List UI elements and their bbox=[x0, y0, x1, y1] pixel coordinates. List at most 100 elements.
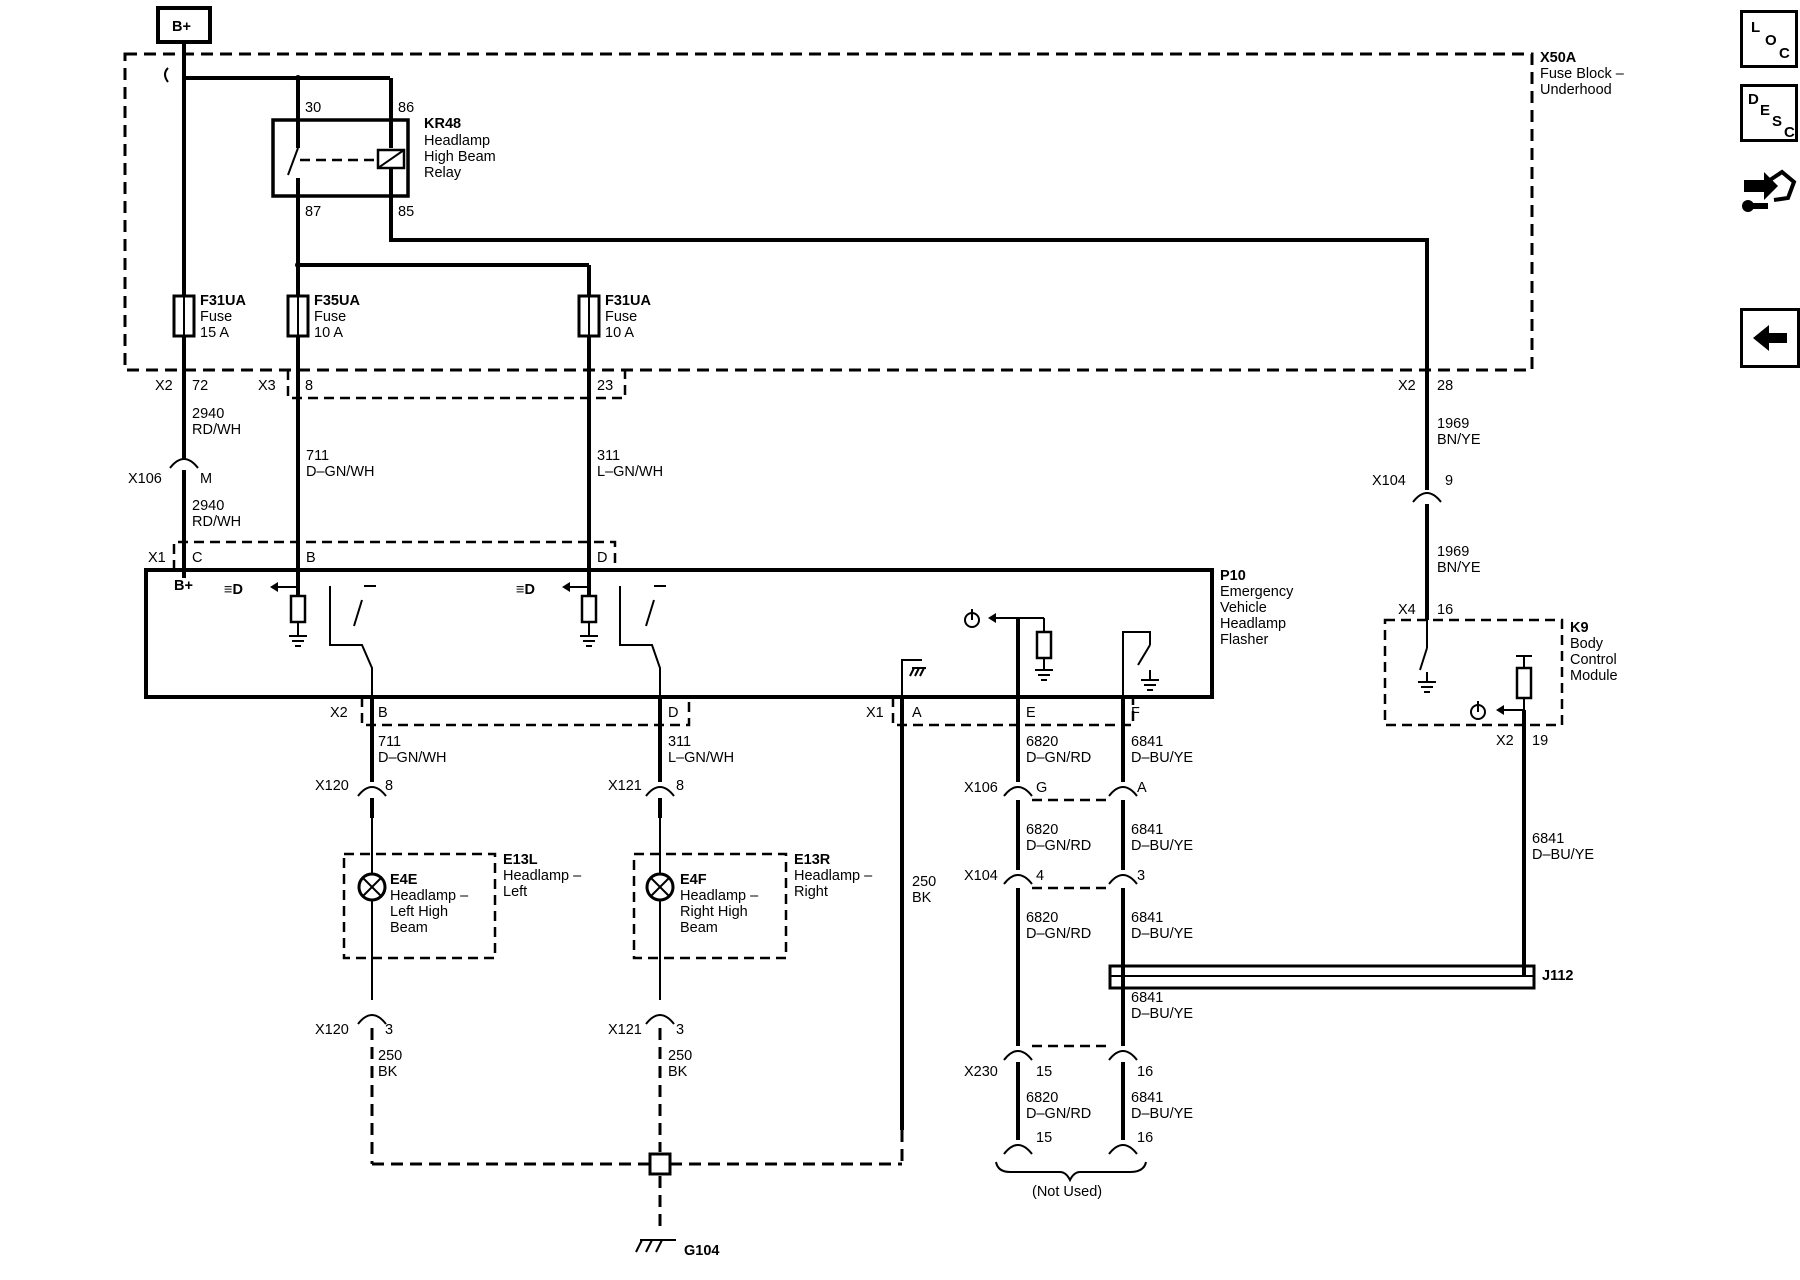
desc-letter-d: D bbox=[1748, 91, 1759, 108]
bcm-k9: K9 Body Control Module X4 16 X2 19 bbox=[1383, 602, 1618, 749]
x104-lower-label: X104 bbox=[964, 868, 998, 884]
fuse-1-type: Fuse bbox=[200, 309, 232, 325]
svg-text:≡D: ≡D bbox=[516, 582, 535, 598]
flasher-bplus-label: B+ bbox=[174, 578, 193, 594]
x1-pin-b: B bbox=[306, 550, 316, 566]
x120-pin-8: 8 bbox=[385, 778, 393, 794]
battery-positive-box: B+ bbox=[156, 6, 212, 44]
relay-id: KR48 bbox=[424, 116, 461, 132]
splice-j112: J112 bbox=[1108, 964, 1573, 990]
flasher-p10: B+ P10 Emergency Vehicle Headlamp Flashe… bbox=[144, 568, 1294, 699]
fuse-1-id: F31UA bbox=[200, 293, 246, 309]
lower-x1-label: X1 bbox=[866, 705, 884, 721]
wire-6841-num-2: 6841 bbox=[1131, 822, 1163, 838]
wire-2940-color-2: RD/WH bbox=[192, 514, 241, 530]
loc-letter-o: O bbox=[1765, 32, 1777, 49]
flasher-name-2: Vehicle bbox=[1220, 600, 1267, 616]
wire-6841-num-4: 6841 bbox=[1131, 990, 1163, 1006]
lamp-e13l-name-2: Left bbox=[503, 884, 527, 900]
fuse-3-type: Fuse bbox=[605, 309, 637, 325]
relay-name-2: High Beam bbox=[424, 149, 496, 165]
fuse-f35ua-10a: F35UA Fuse 10 A bbox=[286, 293, 360, 341]
x3-connector-outline bbox=[286, 370, 627, 400]
bcm-x2-pin-19: 19 bbox=[1532, 733, 1548, 749]
lamp-e13r-id: E13R bbox=[794, 852, 831, 868]
bcm-id: K9 bbox=[1570, 620, 1589, 636]
flasher-name-3: Headlamp bbox=[1220, 616, 1286, 632]
headlamp-icon: ≡D bbox=[224, 582, 298, 598]
bcm-name-2: Control bbox=[1570, 652, 1617, 668]
wire-2940-num-2: 2940 bbox=[192, 498, 224, 514]
description-view-button[interactable]: D E S C bbox=[1740, 84, 1798, 142]
wire-711-num: 711 bbox=[306, 448, 329, 464]
x106-lower-label: X106 bbox=[964, 780, 998, 796]
wire-1969-color: BN/YE bbox=[1437, 432, 1481, 448]
bcm-x4-label: X4 bbox=[1398, 602, 1416, 618]
x120-pin-3: 3 bbox=[385, 1022, 393, 1038]
lamp-e13l-name: Headlamp – bbox=[503, 868, 582, 884]
relay-name-3: Relay bbox=[424, 165, 462, 181]
wire-6841-color-3: D–BU/YE bbox=[1131, 926, 1193, 942]
fuse-3-id: F31UA bbox=[605, 293, 651, 309]
wire-6841-color-5: D–BU/YE bbox=[1131, 1106, 1193, 1122]
back-arrow-icon bbox=[1753, 325, 1787, 351]
bulb-e4f-id: E4F bbox=[680, 872, 707, 888]
fuse-f31ua-15a: F31UA Fuse 15 A bbox=[172, 293, 246, 341]
relay-kr48: 30 86 87 85 KR48 Headlamp High Beam Rela… bbox=[271, 78, 496, 220]
bulb-e4e-name-2: Left High bbox=[390, 904, 448, 920]
wire-6820-color-2: D–GN/RD bbox=[1026, 838, 1091, 854]
lower-x1-pin-e: E bbox=[1026, 705, 1036, 721]
splice-j112-label: J112 bbox=[1542, 968, 1573, 984]
loc-letter-c: C bbox=[1779, 45, 1790, 62]
bulb-e4e-name-3: Beam bbox=[390, 920, 428, 936]
bcm-x2-label: X2 bbox=[1496, 733, 1514, 749]
bulb-e4f-name-3: Beam bbox=[680, 920, 718, 936]
lower-x2-pin-b: B bbox=[378, 705, 388, 721]
not-used-label: (Not Used) bbox=[1032, 1184, 1102, 1200]
power-icon bbox=[964, 609, 980, 628]
flasher-id: P10 bbox=[1220, 568, 1246, 584]
x3-pin-23: 23 bbox=[597, 378, 613, 394]
x3-pin-8: 8 bbox=[305, 378, 313, 394]
wire-250-center-color: BK bbox=[912, 890, 932, 906]
x2-pin-28: 28 bbox=[1437, 378, 1453, 394]
x1-connector-outline bbox=[172, 540, 617, 570]
battery-positive-label: B+ bbox=[172, 19, 191, 35]
bcm-x4-pin-16: 16 bbox=[1437, 602, 1453, 618]
x121-pin-3: 3 bbox=[676, 1022, 684, 1038]
bcm-name-3: Module bbox=[1570, 668, 1618, 684]
x106-label: X106 bbox=[128, 471, 162, 487]
back-button[interactable] bbox=[1740, 308, 1800, 368]
relay-pin-87: 87 bbox=[305, 204, 321, 220]
x1-pin-c: C bbox=[192, 550, 202, 566]
wire-1969-num: 1969 bbox=[1437, 416, 1469, 432]
location-view-button[interactable]: L O C bbox=[1740, 10, 1798, 68]
wire-6841-color-2: D–BU/YE bbox=[1131, 838, 1193, 854]
wire-6820-num-4: 6820 bbox=[1026, 1090, 1058, 1106]
x1-label: X1 bbox=[148, 550, 166, 566]
bulb-e4f-name: Headlamp – bbox=[680, 888, 759, 904]
wire-6841-num-1: 6841 bbox=[1131, 734, 1163, 750]
fuse-2-rating: 10 A bbox=[314, 325, 343, 341]
wire-1969-color-2: BN/YE bbox=[1437, 560, 1481, 576]
desc-letter-e: E bbox=[1760, 102, 1771, 119]
x230-pin-16: 16 bbox=[1137, 1064, 1153, 1080]
relay-name: Headlamp bbox=[424, 133, 490, 149]
bulb-e4e-id: E4E bbox=[390, 872, 418, 888]
ground-paths bbox=[370, 1028, 904, 1232]
desc-letter-s: S bbox=[1772, 113, 1783, 130]
headlamp-right-e13r: E4F Headlamp – Right High Beam E13R Head… bbox=[632, 852, 873, 960]
service-procedure-button[interactable] bbox=[1738, 158, 1800, 220]
svg-text:≡D: ≡D bbox=[224, 582, 243, 598]
lower-x2-pin-d: D bbox=[668, 705, 678, 721]
x1-pin-d: D bbox=[597, 550, 607, 566]
wire-6841-color-4: D–BU/YE bbox=[1131, 1006, 1193, 1022]
wire-250-left-color: BK bbox=[378, 1064, 398, 1080]
x2-right-label: X2 bbox=[1398, 378, 1416, 394]
end-pin-16: 16 bbox=[1137, 1130, 1153, 1146]
fuse-block-name-2: Underhood bbox=[1540, 82, 1612, 98]
wire-311-num: 311 bbox=[597, 448, 620, 464]
wire-2940-color: RD/WH bbox=[192, 422, 241, 438]
wire-6820-num-2: 6820 bbox=[1026, 822, 1058, 838]
